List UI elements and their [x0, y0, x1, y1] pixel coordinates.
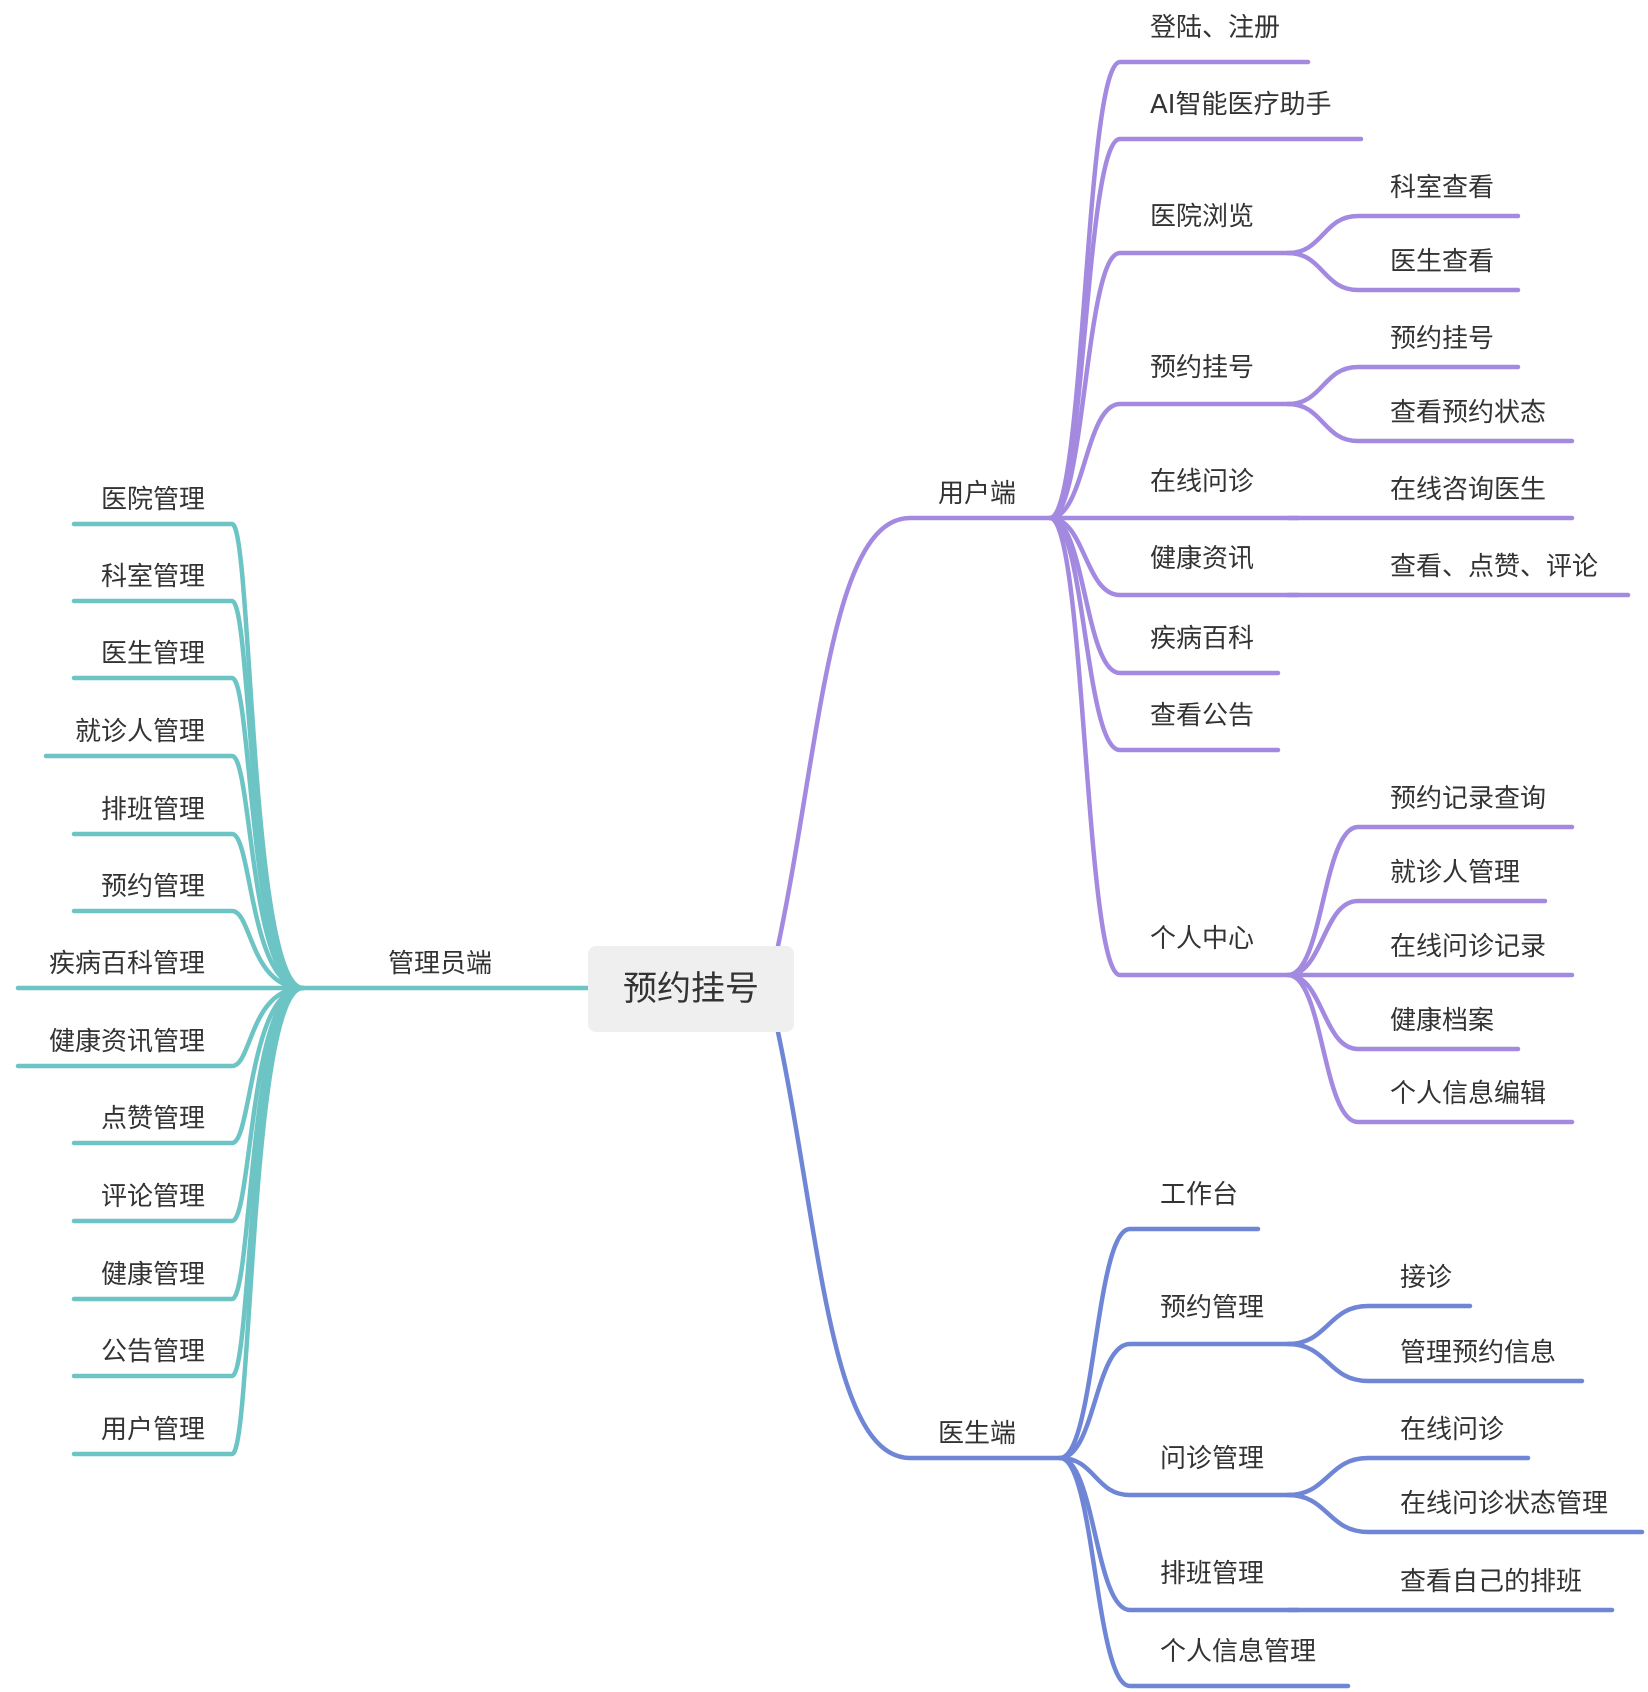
admin-child-label[interactable]: 医院管理 [101, 485, 205, 515]
root-topic[interactable]: 预约挂号 [623, 969, 759, 1009]
user-subchild-line [1285, 898, 1548, 978]
doctor-branch-line [775, 1029, 1063, 1461]
admin-child-label[interactable]: 科室管理 [101, 562, 205, 592]
user-child-label[interactable]: 医院浏览 [1150, 202, 1254, 232]
user-subchild-label[interactable]: 在线问诊记录 [1390, 932, 1546, 962]
user-subchild-line [1285, 824, 1575, 978]
user-branch-line [775, 515, 1053, 949]
user-subchild-label[interactable]: 医生查看 [1390, 247, 1494, 277]
branch-admin-label[interactable]: 管理员端 [388, 949, 492, 979]
user-subchild-label[interactable]: 健康档案 [1390, 1006, 1494, 1036]
user-child-label[interactable]: 健康资讯 [1150, 544, 1254, 574]
doctor-subchild-line [1285, 1455, 1531, 1498]
user-child-line [1047, 401, 1301, 521]
doctor-subchild-label[interactable]: 在线问诊 [1400, 1415, 1504, 1445]
admin-child-label[interactable]: 用户管理 [101, 1415, 205, 1445]
doctor-child-label[interactable]: 排班管理 [1160, 1559, 1264, 1589]
admin-child-label[interactable]: 公告管理 [101, 1337, 205, 1367]
doctor-child-line [1057, 1455, 1301, 1498]
topic-nodes: 预约挂号 用户端登陆、注册AI智能医疗助手医院浏览科室查看医生查看预约挂号预约挂… [49, 13, 1608, 1667]
user-child-label[interactable]: 查看公告 [1150, 701, 1254, 731]
user-subchild-line [1285, 213, 1521, 256]
user-subchild-line [1285, 401, 1575, 444]
admin-child-label[interactable]: 点赞管理 [101, 1104, 205, 1134]
branch-user-label[interactable]: 用户端 [938, 479, 1016, 509]
doctor-subchild-label[interactable]: 接诊 [1400, 1263, 1452, 1293]
branch-doctor-label[interactable]: 医生端 [938, 1419, 1016, 1449]
user-subchild-label[interactable]: 就诊人管理 [1390, 858, 1520, 888]
user-subchild-label[interactable]: 个人信息编辑 [1390, 1079, 1546, 1109]
doctor-subchild-label[interactable]: 在线问诊状态管理 [1400, 1489, 1608, 1519]
user-subchild-line [1285, 250, 1521, 293]
user-child-line [1047, 136, 1364, 521]
user-child-label[interactable]: 在线问诊 [1150, 467, 1254, 497]
doctor-child-label[interactable]: 个人信息管理 [1160, 1637, 1316, 1667]
admin-child-line [71, 675, 306, 991]
admin-child-line [71, 908, 306, 991]
admin-child-line [71, 985, 306, 1146]
doctor-child-label[interactable]: 工作台 [1160, 1180, 1238, 1210]
admin-child-label[interactable]: 疾病百科管理 [49, 949, 205, 979]
admin-child-line [43, 753, 306, 991]
doctor-subchild-label[interactable]: 查看自己的排班 [1400, 1567, 1582, 1597]
admin-child-label[interactable]: 排班管理 [101, 795, 205, 825]
user-subchild-label[interactable]: 预约记录查询 [1390, 784, 1546, 814]
doctor-child-line [1057, 1341, 1301, 1461]
doctor-child-label[interactable]: 问诊管理 [1160, 1444, 1264, 1474]
admin-child-label[interactable]: 预约管理 [101, 872, 205, 902]
user-subchild-label[interactable]: 科室查看 [1390, 173, 1494, 203]
user-child-line [1047, 515, 1301, 978]
user-child-line [1047, 250, 1301, 521]
doctor-subchild-line [1285, 1303, 1473, 1347]
user-subchild-label[interactable]: 查看预约状态 [1390, 398, 1546, 428]
admin-child-label[interactable]: 健康资讯管理 [49, 1027, 205, 1057]
doctor-child-label[interactable]: 预约管理 [1160, 1293, 1264, 1323]
user-child-label[interactable]: 疾病百科 [1150, 624, 1254, 654]
user-subchild-line [1285, 364, 1521, 407]
user-child-line [1047, 515, 1281, 753]
doctor-child-line [1057, 1455, 1351, 1689]
user-subchild-line [1285, 972, 1575, 1125]
user-child-label[interactable]: 个人中心 [1150, 924, 1254, 954]
doctor-child-line [1057, 1226, 1261, 1461]
user-child-label[interactable]: 预约挂号 [1150, 353, 1254, 383]
admin-child-label[interactable]: 就诊人管理 [75, 717, 205, 747]
admin-child-label[interactable]: 健康管理 [101, 1260, 205, 1290]
admin-child-line [15, 985, 306, 1069]
doctor-subchild-line [1285, 1492, 1645, 1535]
admin-child-label[interactable]: 评论管理 [101, 1182, 205, 1212]
user-subchild-label[interactable]: 查看、点赞、评论 [1390, 552, 1598, 582]
admin-child-line [71, 985, 306, 1457]
doctor-subchild-label[interactable]: 管理预约信息 [1400, 1338, 1556, 1368]
user-child-label[interactable]: 登陆、注册 [1150, 13, 1280, 43]
admin-child-line [71, 831, 306, 991]
admin-child-label[interactable]: 医生管理 [101, 639, 205, 669]
user-subchild-label[interactable]: 预约挂号 [1390, 324, 1494, 354]
user-subchild-label[interactable]: 在线咨询医生 [1390, 475, 1546, 505]
user-child-label[interactable]: AI智能医疗助手 [1150, 90, 1331, 120]
root-topic-box[interactable] [588, 946, 794, 1032]
doctor-subchild-line [1285, 1341, 1585, 1384]
connector-lines [15, 59, 1645, 1689]
